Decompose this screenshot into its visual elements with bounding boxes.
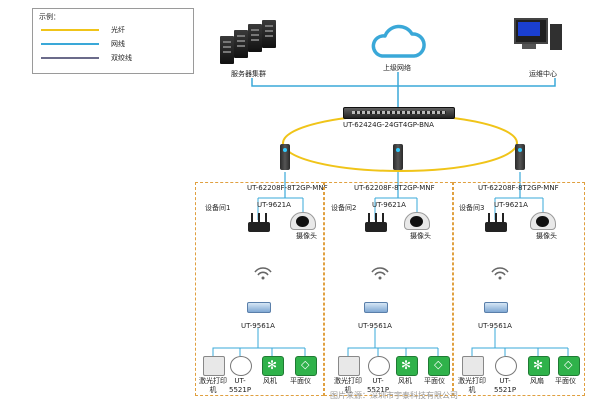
camera-icon[interactable] xyxy=(404,212,430,230)
legend-twisted-swatch xyxy=(41,57,99,59)
camera-label: 摄像头 xyxy=(410,232,431,240)
core-switch-icon[interactable] xyxy=(343,107,455,119)
server-icon xyxy=(234,30,248,58)
legend: 示例： 光纤 网线 双绞线 xyxy=(32,8,194,74)
camera-icon[interactable] xyxy=(290,212,316,230)
legend-row-lan: 网线 xyxy=(41,39,181,49)
device-label-printer: 激光打印机 xyxy=(334,377,362,394)
equipment-room-2 xyxy=(324,182,453,396)
device-label-printer: 激光打印机 xyxy=(199,377,227,394)
legend-title: 示例： xyxy=(39,13,60,21)
device-label-fan: 风扇 xyxy=(530,377,544,385)
legend-lan-swatch xyxy=(41,43,99,45)
server-icon xyxy=(220,36,234,64)
router-icon[interactable] xyxy=(248,213,270,232)
legend-fiber-label: 光纤 xyxy=(111,26,125,34)
terminal-label: UT-9561A xyxy=(358,322,392,330)
device-label-printer: 激光打印机 xyxy=(458,377,486,394)
room-switch-label: UT-62208F-8T2GP-MNF xyxy=(478,184,559,192)
terminal-label: UT-9561A xyxy=(241,322,275,330)
level-meter-icon[interactable] xyxy=(558,356,580,376)
industrial-switch-icon-1[interactable] xyxy=(280,144,290,170)
legend-lan-label: 网线 xyxy=(111,40,125,48)
legend-row-fiber: 光纤 xyxy=(41,25,181,35)
room-switch-label: UT-62208F-8T2GP-MNF xyxy=(247,184,328,192)
room-title: 设备间3 xyxy=(459,204,485,212)
monitor-icon xyxy=(514,18,548,44)
cloud-icon[interactable] xyxy=(368,22,428,62)
camera-icon[interactable] xyxy=(530,212,556,230)
fan-icon[interactable] xyxy=(396,356,418,376)
cloud-label: 上级网络 xyxy=(383,64,411,72)
device-label-sensor: UT-5521P xyxy=(367,377,390,394)
router-icon[interactable] xyxy=(365,213,387,232)
pc-tower-icon xyxy=(550,24,562,50)
equipment-room-3 xyxy=(453,182,585,396)
camera-label: 摄像头 xyxy=(296,232,317,240)
room-switch-label: UT-62208F-8T2GP-MNF xyxy=(354,184,435,192)
device-label-level: 平面仪 xyxy=(555,377,576,385)
server-cluster-label: 服务器集群 xyxy=(231,70,266,78)
fan-icon[interactable] xyxy=(262,356,284,376)
wifi-icon xyxy=(254,267,272,280)
camera-label: 摄像头 xyxy=(536,232,557,240)
ops-center-label: 运维中心 xyxy=(529,70,557,78)
wireless-terminal-icon[interactable] xyxy=(484,302,508,313)
monitor-stand-icon xyxy=(522,44,536,49)
legend-row-twisted: 双绞线 xyxy=(41,53,181,63)
room-title: 设备间1 xyxy=(205,204,231,212)
sensor-icon[interactable] xyxy=(368,356,390,376)
router-label: UT-9621A xyxy=(494,201,528,209)
device-label-sensor: UT-5521P xyxy=(229,377,252,394)
wireless-terminal-icon[interactable] xyxy=(364,302,388,313)
core-switch-label: UT-62424G-24GT4GP-BNA xyxy=(343,121,434,129)
printer-icon[interactable] xyxy=(462,356,484,376)
industrial-switch-icon-2[interactable] xyxy=(393,144,403,170)
device-label-fan: 风机 xyxy=(263,377,277,385)
server-icon xyxy=(248,24,262,52)
legend-fiber-swatch xyxy=(41,29,99,31)
printer-icon[interactable] xyxy=(338,356,360,376)
terminal-label: UT-9561A xyxy=(478,322,512,330)
fan-icon[interactable] xyxy=(528,356,550,376)
equipment-room-1 xyxy=(195,182,324,396)
device-label-level: 平面仪 xyxy=(290,377,311,385)
wifi-icon xyxy=(371,267,389,280)
level-meter-icon[interactable] xyxy=(428,356,450,376)
printer-icon[interactable] xyxy=(203,356,225,376)
lan-bus-top xyxy=(251,78,556,87)
room-title: 设备间2 xyxy=(331,204,357,212)
device-label-fan: 风机 xyxy=(398,377,412,385)
ops-center-workstation[interactable] xyxy=(514,18,574,66)
legend-twisted-label: 双绞线 xyxy=(111,54,132,62)
router-icon[interactable] xyxy=(485,213,507,232)
device-label-level: 平面仪 xyxy=(424,377,445,385)
watermark-text: 图片来源：深圳市宇泰科技有限公司 xyxy=(330,391,458,400)
industrial-switch-icon-3[interactable] xyxy=(515,144,525,170)
sensor-icon[interactable] xyxy=(495,356,517,376)
router-label: UT-9621A xyxy=(257,201,291,209)
sensor-icon[interactable] xyxy=(230,356,252,376)
level-meter-icon[interactable] xyxy=(295,356,317,376)
wifi-icon xyxy=(491,267,509,280)
router-label: UT-9621A xyxy=(372,201,406,209)
server-cluster[interactable] xyxy=(220,20,290,70)
wireless-terminal-icon[interactable] xyxy=(247,302,271,313)
device-label-sensor: UT-5521P xyxy=(494,377,517,394)
server-icon xyxy=(262,20,276,48)
